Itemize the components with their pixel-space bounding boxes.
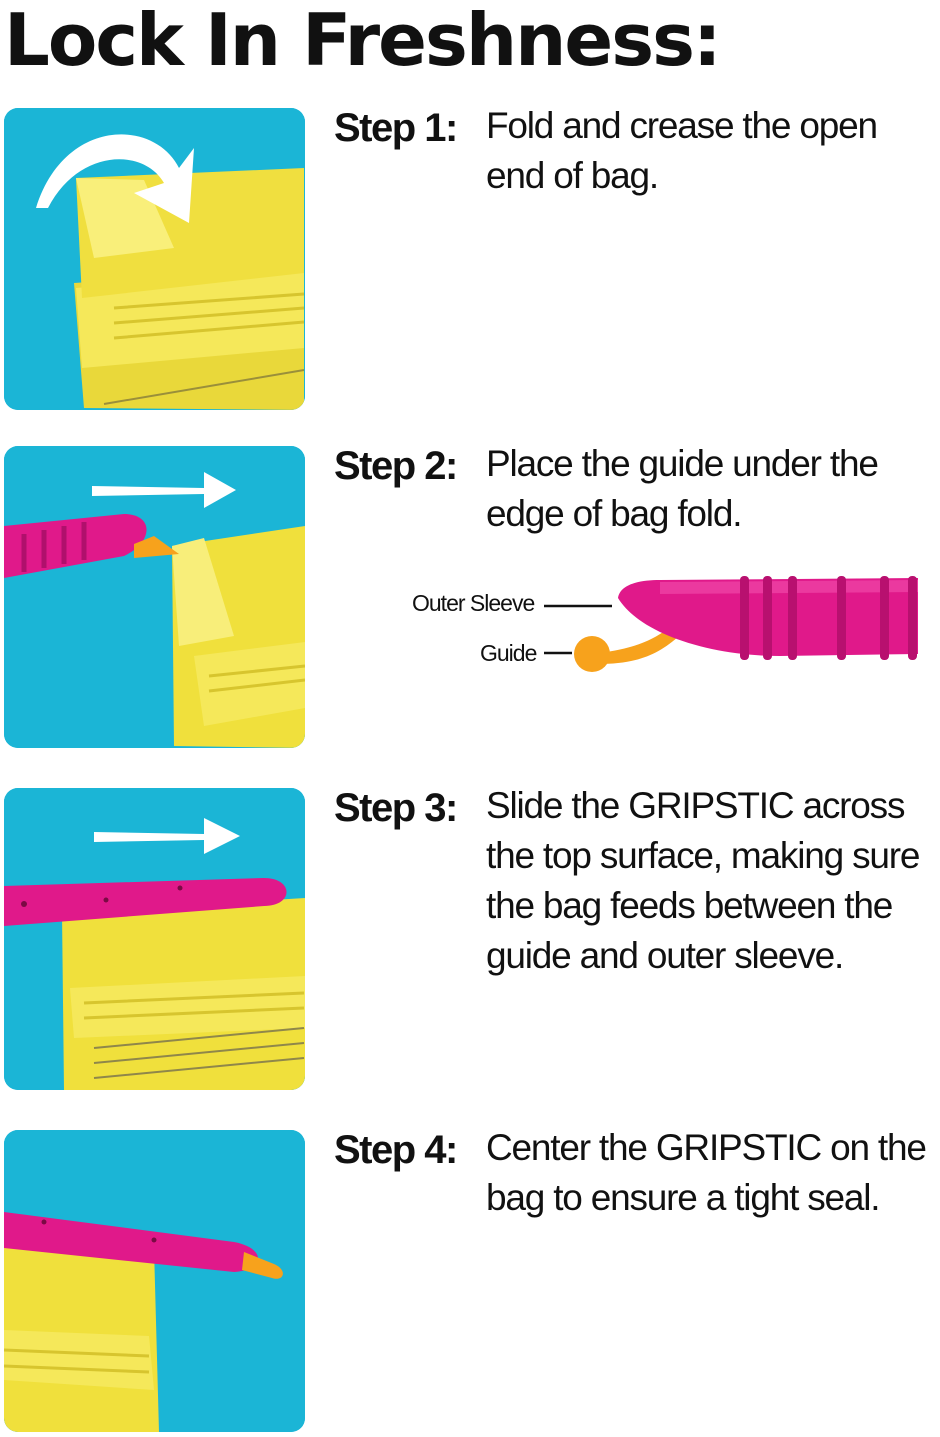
step-2-label: Step 2: bbox=[334, 444, 458, 488]
step-4-label: Step 4: bbox=[334, 1128, 458, 1172]
step-1-image bbox=[4, 108, 305, 410]
page-title: Lock In Freshness: bbox=[4, 0, 722, 82]
step-1-label: Step 1: bbox=[334, 106, 458, 150]
step-3-image bbox=[4, 788, 305, 1090]
step-4-text: Center the GRIPSTIC on the bag to ensure… bbox=[486, 1127, 927, 1218]
step-1-text: Fold and crease the open end of bag. bbox=[486, 105, 878, 196]
gripstic-diagram bbox=[540, 568, 930, 678]
step-4-image bbox=[4, 1130, 305, 1432]
step-2-image bbox=[4, 446, 305, 748]
step-3-text: Slide the GRIPSTIC across the top surfac… bbox=[486, 785, 920, 976]
outer-sleeve-callout: Outer Sleeve bbox=[412, 590, 535, 616]
step-2-text: Place the guide under the edge of bag fo… bbox=[486, 443, 879, 534]
step-3-label: Step 3: bbox=[334, 786, 458, 830]
guide-callout: Guide bbox=[480, 640, 537, 666]
